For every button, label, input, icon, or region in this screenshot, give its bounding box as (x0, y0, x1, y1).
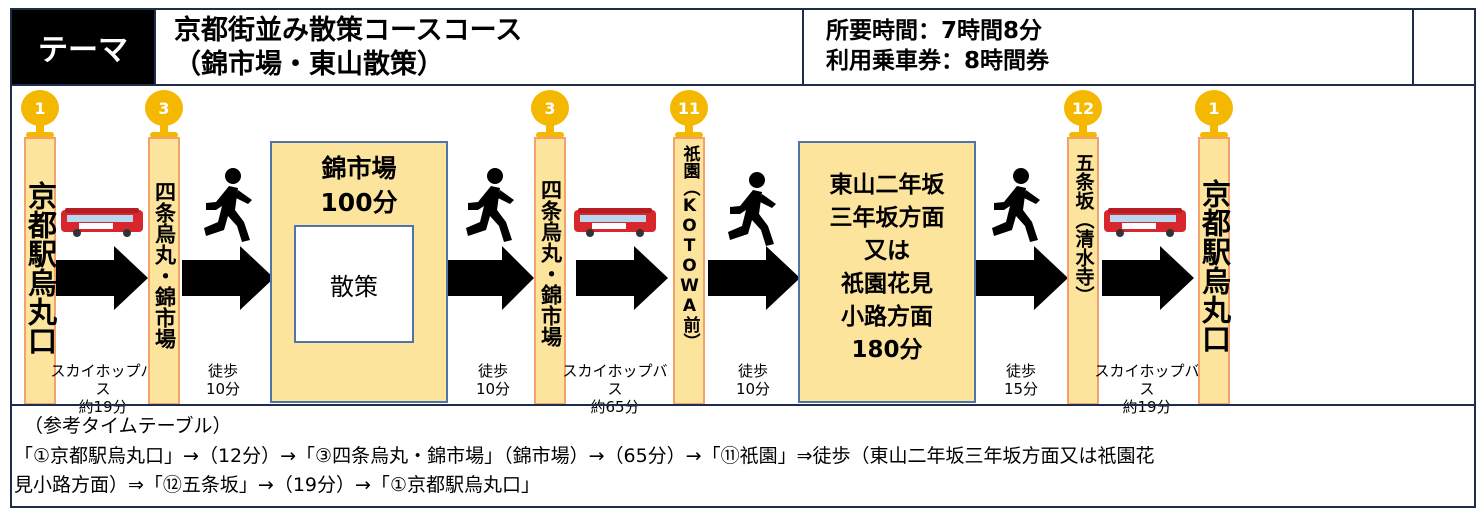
stop-name: 四条烏丸・錦市場 (538, 179, 563, 347)
stop-badge-cap (26, 132, 54, 138)
segment-time: 15分 (1003, 380, 1039, 398)
stop-pole-gojozaka: 五条坂（清水寺） (1067, 137, 1099, 405)
bus-icon (1104, 208, 1186, 237)
arrow-icon (56, 246, 148, 310)
segment-mode: スカイホップバス (562, 362, 668, 398)
segment-label: スカイホップバス 約65分 (560, 362, 670, 416)
walking-person-icon (466, 168, 514, 242)
walking-person-icon (204, 168, 252, 242)
segment-label: スカイホップバス 約19分 (1092, 362, 1202, 416)
segment-mode: 徒歩 (207, 362, 238, 380)
stop-name: 祇園（KOTOWA前） (679, 145, 700, 350)
stop-badge-cap (536, 132, 564, 138)
route-panel: テーマ 京都街並み散策コースコース （錦市場・東山散策） 所要時間：7時間8分 … (10, 8, 1476, 508)
stop-badge-neck (1210, 124, 1218, 134)
theme-label: テーマ (12, 10, 154, 84)
spot-higashiyama: 東山二年坂 三年坂方面 又は 祇園花見 小路方面 180分 (798, 141, 976, 403)
stop-badge-cap (1069, 132, 1097, 138)
stop-badge-cap (1200, 132, 1228, 138)
stop-badge-neck (1079, 124, 1087, 134)
stop-badge-neck (685, 124, 693, 134)
segment-time: 約65分 (590, 398, 640, 416)
spot-line: 小路方面 (841, 304, 933, 330)
stop-badge: 12 (1064, 90, 1102, 126)
stop-name: 五条坂（清水寺） (1072, 153, 1095, 305)
course-title: 京都街並み散策コースコース （錦市場・東山散策） (154, 10, 804, 84)
segment-label: 徒歩 10分 (458, 362, 528, 398)
spot-name: 錦市場 (321, 154, 397, 183)
activity-box: 散策 (294, 225, 414, 343)
spot-line: 三年坂方面 (829, 205, 945, 231)
spot-time: 180分 (851, 337, 923, 363)
title-line-1: 京都街並み散策コースコース (174, 15, 523, 46)
arrow-icon (182, 246, 274, 310)
segment-label: 徒歩 15分 (986, 362, 1056, 398)
stop-name: 京都駅烏丸口 (23, 181, 58, 355)
walking-person-icon (992, 168, 1040, 242)
course-info: 所要時間：7時間8分 利用乗車券：8時間券 (806, 10, 1414, 84)
duration-text: 所要時間：7時間8分 (826, 18, 1043, 44)
segment-mode: 徒歩 (477, 362, 508, 380)
spot-line: 又は (864, 238, 910, 264)
segment-time: 約19分 (1122, 398, 1172, 416)
arrow-icon (1102, 246, 1194, 310)
segment-label: スカイホップバス 約19分 (48, 362, 158, 416)
stop-pole-kyoto-station: 京都駅烏丸口 (1197, 137, 1232, 405)
title-line-2: （錦市場・東山散策） (174, 49, 444, 80)
timetable-line-2: 見小路方面）⇒「⑫五条坂」→（19分）→「①京都駅烏丸口」 (14, 474, 540, 496)
spot-nishiki-market: 錦市場 100分 散策 (270, 141, 448, 403)
timetable-heading: （参考タイムテーブル） (24, 415, 232, 437)
stop-badge-neck (546, 124, 554, 134)
stop-badge: 11 (670, 90, 708, 126)
arrow-icon (708, 246, 800, 310)
segment-label: 徒歩 10分 (718, 362, 788, 398)
segment-label: 徒歩 10分 (188, 362, 258, 398)
bus-icon (61, 208, 143, 237)
arrow-icon (976, 246, 1068, 310)
header-divider (12, 84, 1474, 86)
stop-name: 四条烏丸・錦市場 (152, 181, 177, 349)
arrow-icon (576, 246, 668, 310)
spot-time: 100分 (320, 188, 398, 217)
arrow-icon (448, 246, 534, 310)
bus-icon (574, 208, 656, 237)
stop-name: 京都駅烏丸口 (1197, 179, 1232, 353)
segment-mode: 徒歩 (1005, 362, 1036, 380)
segment-mode: 徒歩 (737, 362, 768, 380)
timetable-line-1: 「①京都駅烏丸口」→（12分）→「③四条烏丸・錦市場」（錦市場）→（65分）→「… (14, 445, 1155, 467)
timetable-divider (12, 404, 1474, 406)
stop-badge: 3 (531, 90, 569, 126)
segment-mode: スカイホップバス (50, 362, 156, 398)
spot-line: 東山二年坂 (829, 172, 945, 198)
spot-line: 祇園花見 (841, 271, 933, 297)
stop-pole-shijo-karasuma: 四条烏丸・錦市場 (148, 137, 180, 405)
stop-badge: 3 (145, 90, 183, 126)
stop-badge-cap (675, 132, 703, 138)
stop-pole-kyoto-station: 京都駅烏丸口 (23, 137, 58, 405)
segment-time: 10分 (205, 380, 241, 398)
segment-mode: スカイホップバス (1094, 362, 1200, 398)
segment-time: 約19分 (78, 398, 128, 416)
stop-pole-shijo-karasuma: 四条烏丸・錦市場 (534, 137, 566, 405)
spot-description: 東山二年坂 三年坂方面 又は 祇園花見 小路方面 180分 (800, 169, 974, 367)
stop-badge-cap (150, 132, 178, 138)
walking-person-icon (728, 172, 776, 246)
segment-time: 10分 (735, 380, 771, 398)
stop-pole-gion: 祇園（KOTOWA前） (673, 137, 705, 405)
ticket-text: 利用乗車券：8時間券 (826, 48, 1050, 74)
stop-badge: 1 (21, 90, 59, 126)
stop-badge: 1 (1195, 90, 1233, 126)
stop-badge-neck (160, 124, 168, 134)
segment-time: 10分 (475, 380, 511, 398)
stop-badge-neck (36, 124, 44, 134)
